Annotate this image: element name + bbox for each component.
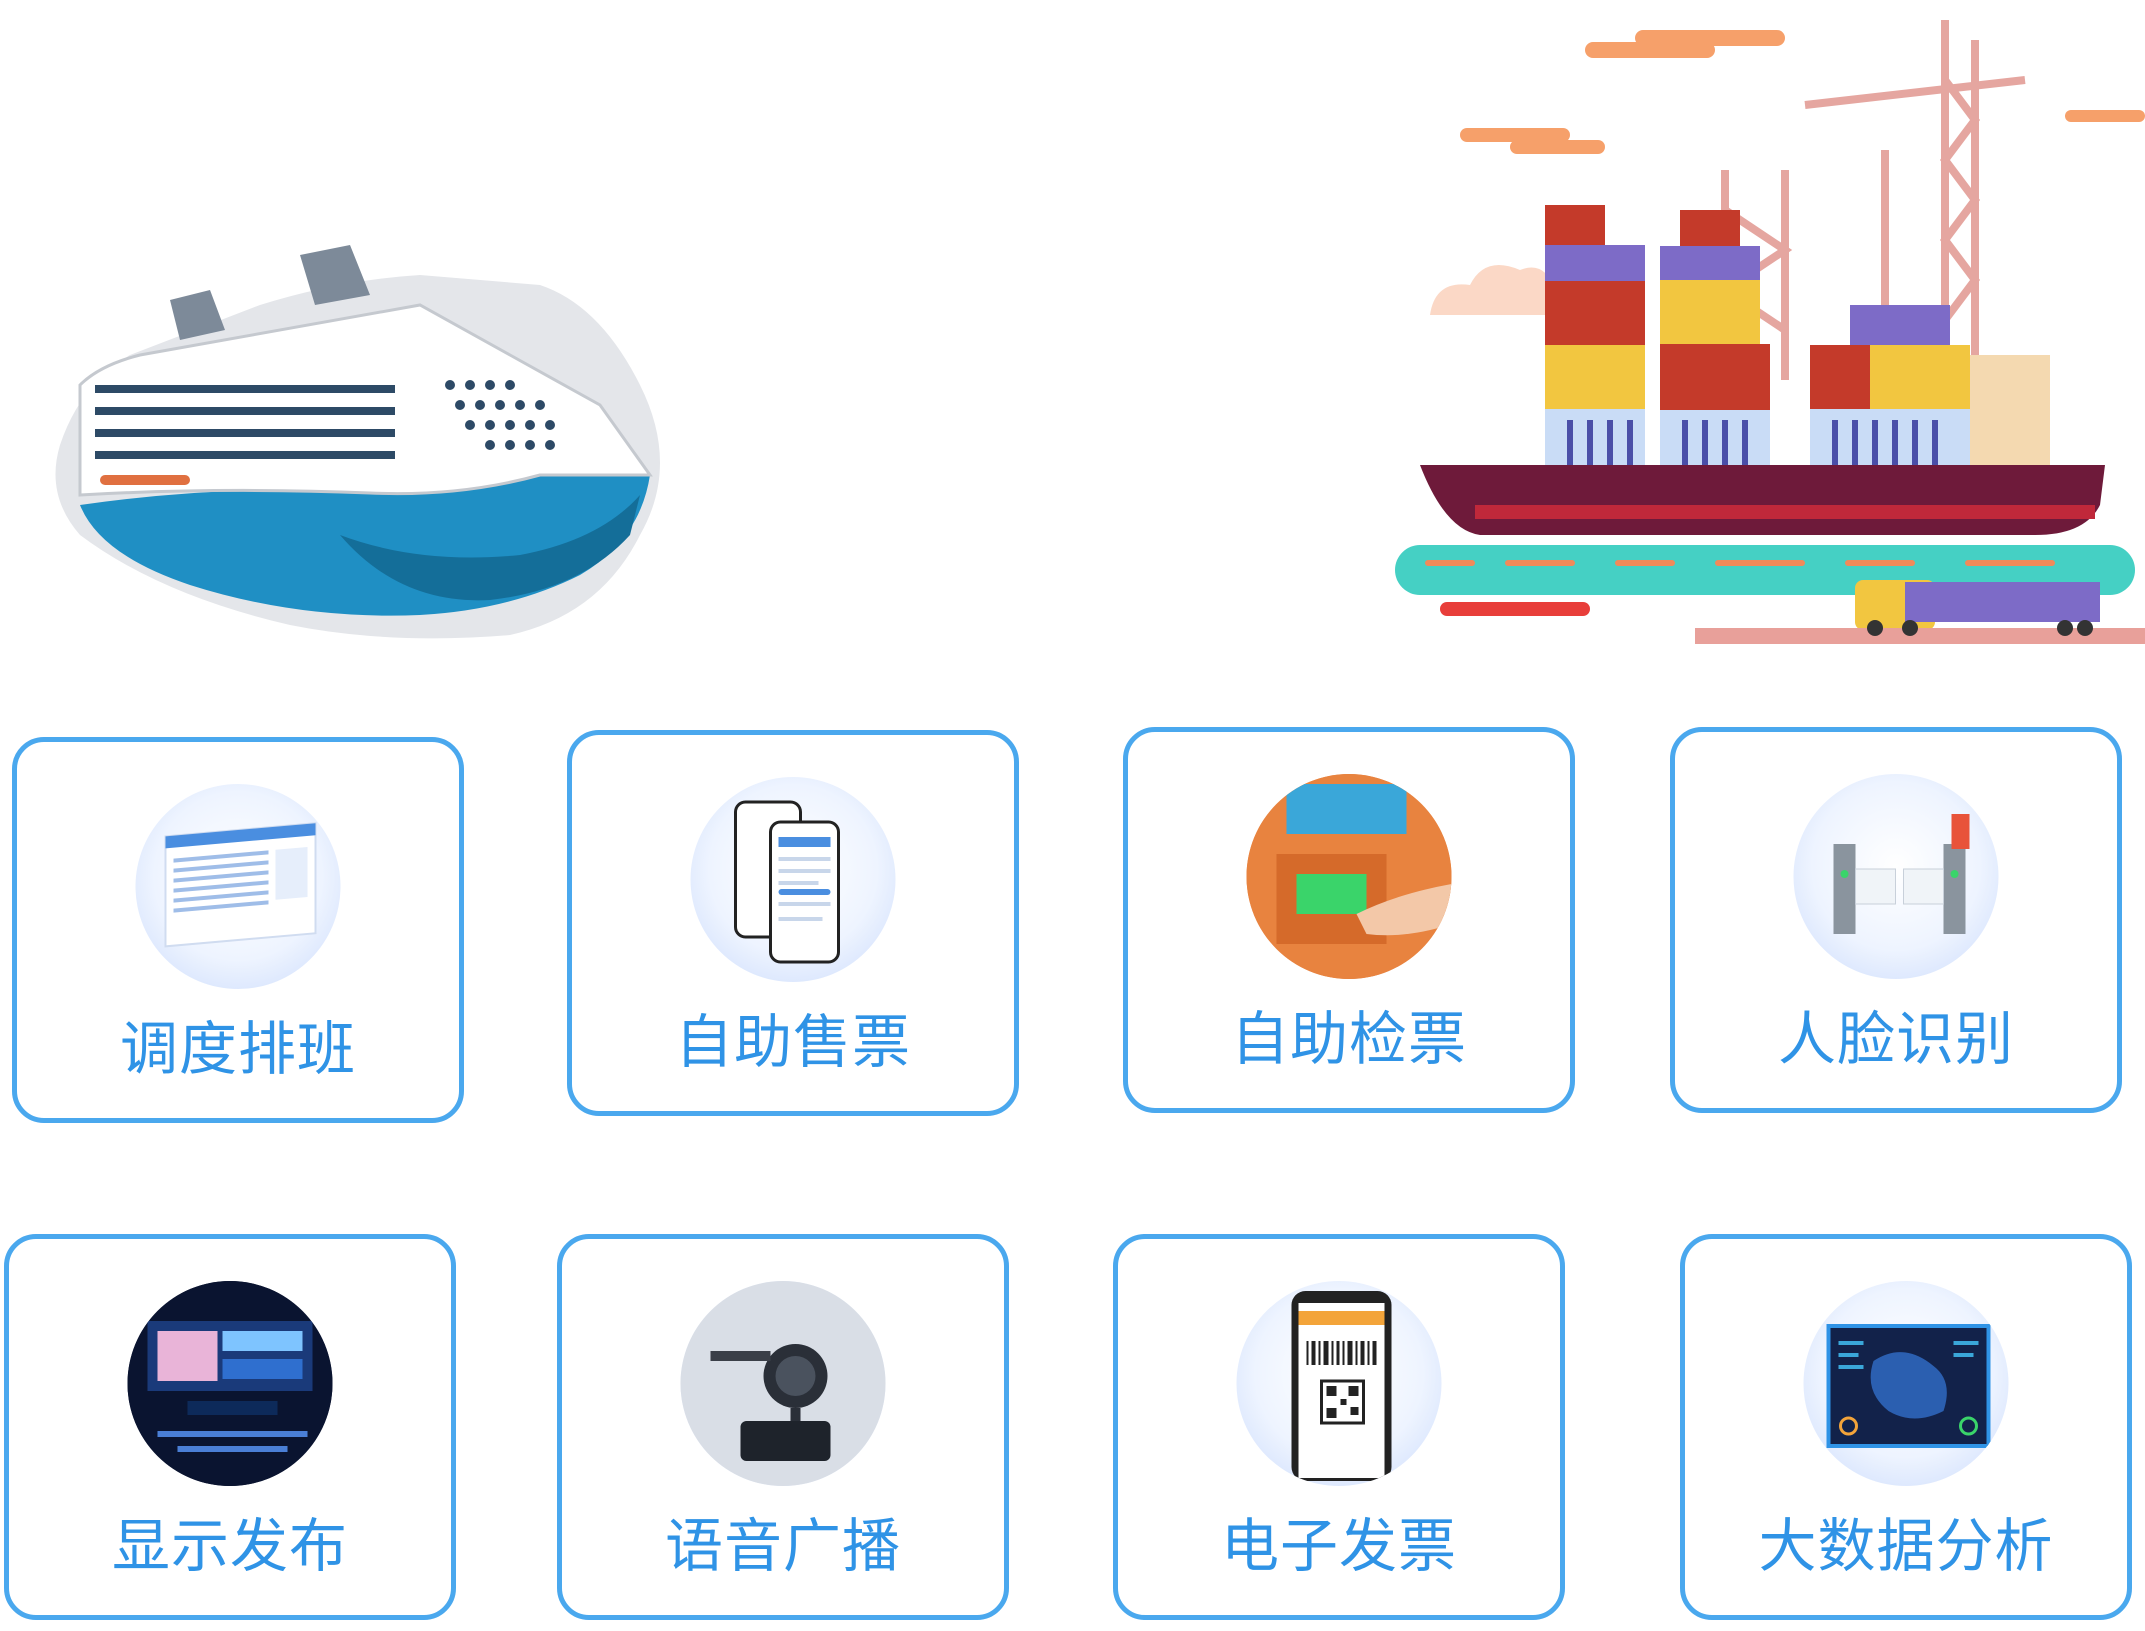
feature-card-voice-broadcast[interactable]: 语音广播	[557, 1234, 1009, 1620]
feature-card-e-invoice[interactable]: 电子发票	[1113, 1234, 1565, 1620]
mobile-ticketing-phones-icon	[690, 777, 896, 982]
feature-card-display-publish[interactable]: 显示发布	[4, 1234, 456, 1620]
cargo-port-illustration	[1385, 0, 2145, 660]
feature-label: 大数据分析	[1758, 1512, 2054, 1580]
feature-card-self-ticketing[interactable]: 自助售票	[567, 730, 1019, 1116]
feature-card-big-data-analysis[interactable]: 大数据分析	[1680, 1234, 2132, 1620]
feature-label: 人脸识别	[1777, 1005, 2014, 1073]
big-data-dashboard-icon	[1803, 1281, 2009, 1486]
cruise-ship-illustration	[40, 235, 680, 645]
face-recognition-gate-icon	[1793, 774, 1999, 979]
feature-label: 电子发票	[1220, 1512, 1457, 1580]
feature-card-self-checkin[interactable]: 自助检票	[1123, 727, 1575, 1113]
feature-label: 显示发布	[111, 1512, 348, 1580]
feature-label: 自助检票	[1230, 1005, 1467, 1073]
feature-label: 语音广播	[664, 1512, 901, 1580]
feature-label: 自助售票	[674, 1008, 911, 1076]
feature-card-dispatch[interactable]: 调度排班	[12, 737, 464, 1123]
display-board-icon	[127, 1281, 333, 1486]
self-checkin-kiosk-icon	[1246, 774, 1452, 979]
dispatch-schedule-screen-icon	[135, 784, 341, 989]
electronic-invoice-phone-icon	[1236, 1281, 1442, 1486]
voice-broadcast-microphone-icon	[680, 1281, 886, 1486]
feature-label: 调度排班	[119, 1015, 356, 1083]
feature-card-face-recognition[interactable]: 人脸识别	[1670, 727, 2122, 1113]
